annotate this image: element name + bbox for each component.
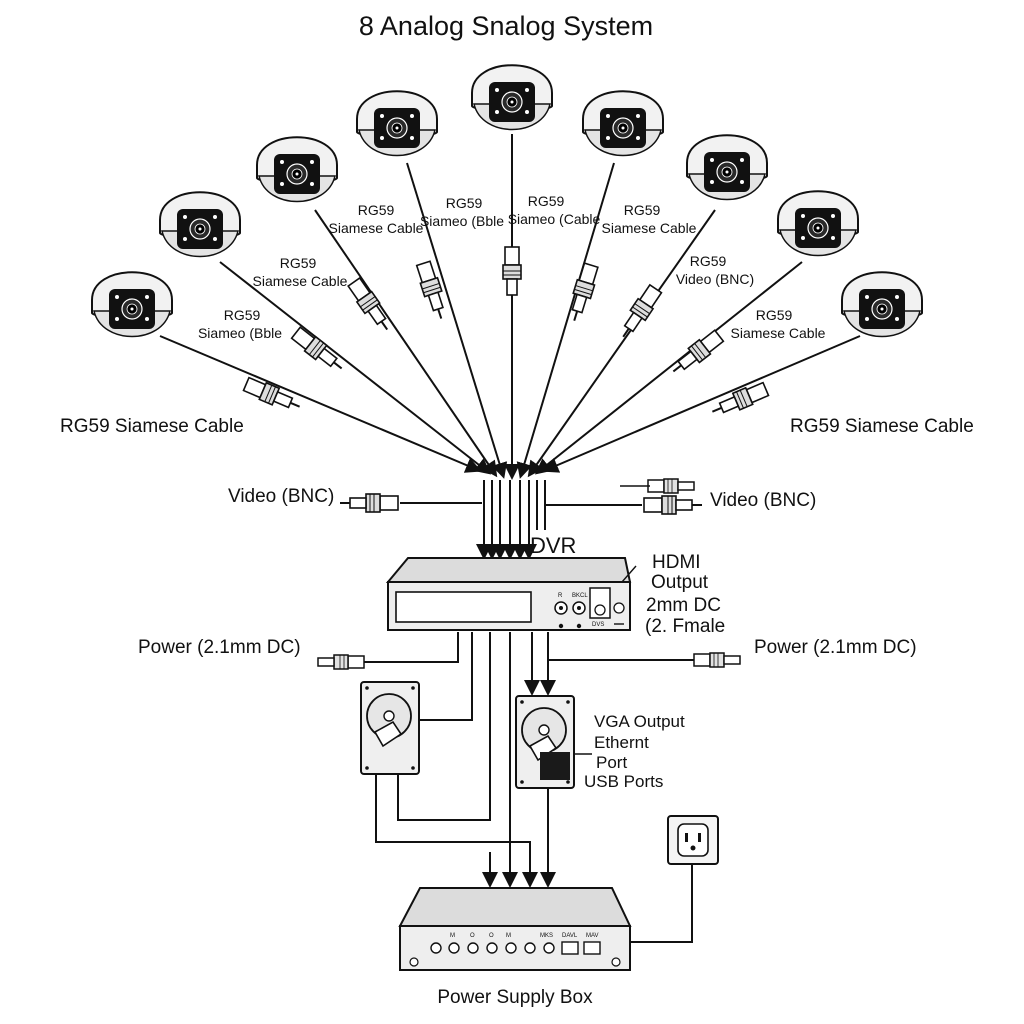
dvr-callout-female: (2. Fmale — [645, 616, 725, 637]
cable-label-8-line-1: RG59 — [756, 307, 793, 323]
power-supply-box: M O O M MKS DAVL MAV — [398, 887, 632, 971]
power-box-port-label-3: O — [489, 933, 494, 939]
cable-label-4-line-1: RG59 — [446, 195, 483, 211]
dvr-port-label-2: BKCL — [572, 593, 588, 599]
video-label-right: Video (BNC) — [710, 490, 816, 511]
cable-label-3-line-1: RG59 — [358, 202, 395, 218]
port-label: Port — [596, 753, 627, 772]
dvr-unit: R BKCL DVS — [385, 557, 637, 631]
cable-label-5-line-1: RG59 — [528, 193, 565, 209]
power-connector-left — [317, 632, 459, 670]
power-box-port-label-5: MKS — [540, 933, 553, 939]
cable-label-6-line-1: RG59 — [624, 202, 661, 218]
camera-4 — [356, 90, 438, 157]
camera-1 — [91, 271, 173, 338]
cable-label-right: RG59 Siamese Cable — [790, 416, 974, 437]
dvr-label: DVR — [530, 533, 576, 558]
power-box-port-label-2: O — [470, 933, 475, 939]
camera-8 — [777, 190, 859, 257]
cable-label-6-line-2: Siamese Cable — [602, 220, 697, 236]
camera-6 — [582, 90, 664, 157]
camera-2 — [159, 191, 241, 258]
power-box-port-label-1: M — [450, 933, 455, 939]
power-box-label: Power Supply Box — [437, 987, 593, 1008]
hard-drive-left-icon — [360, 681, 420, 775]
dvr-port-label-1: R — [558, 593, 563, 599]
video-label-left: Video (BNC) — [228, 486, 334, 507]
power-box-port-label-6: DAVL — [562, 933, 578, 939]
vga-output-label: VGA Output — [594, 712, 685, 731]
camera-9 — [841, 271, 923, 338]
camera-3 — [256, 136, 338, 203]
dvr-input-lines — [476, 480, 546, 560]
power-box-ports — [409, 941, 621, 967]
cable-label-4-line-2: Siameo (Bble — [420, 213, 504, 229]
usb-ports-label: USB Ports — [584, 772, 663, 791]
cable-label-7-line-1: RG59 — [690, 253, 727, 269]
camera-5 — [471, 64, 553, 131]
dvr-port-label-3: DVS — [592, 622, 604, 628]
wall-outlet-icon — [667, 815, 719, 865]
hard-drive-right-icon — [515, 695, 575, 789]
cable-label-3-line-2: Siamese Cable — [329, 220, 424, 236]
video-connector-left — [339, 493, 482, 513]
power-label-right: Power (2.1mm DC) — [754, 637, 917, 658]
power-connector-right — [548, 652, 741, 668]
dvr-callout-output: Output — [651, 572, 709, 593]
power-box-port-label-7: MAV — [586, 933, 599, 939]
cable-label-1-line-2: Siameo (Bble — [198, 325, 282, 341]
power-box-port-label-4: M — [506, 933, 511, 939]
cable-label-2-line-1: RG59 — [280, 255, 317, 271]
output-labels: VGA Output Ethernt Port USB Ports — [573, 712, 685, 791]
dvr-callout-hdmi: HDMI — [652, 552, 701, 573]
camera-7 — [686, 134, 768, 201]
video-connector-right — [545, 478, 703, 515]
diagram-title: 8 Analog Snalog System — [359, 11, 653, 41]
cable-label-1-line-1: RG59 — [224, 307, 261, 323]
cable-labels: RG59 Siamese Cable RG59 Siamese Cable RG… — [60, 193, 974, 437]
dvr-callout-dc: 2mm DC — [646, 595, 721, 616]
cable-label-2-line-2: Siamese Cable — [253, 273, 348, 289]
cable-label-5-line-2: Siameo (Cable — [508, 211, 601, 227]
lower-wiring — [375, 632, 693, 943]
dvr-callout: HDMI Output 2mm DC (2. Fmale — [645, 552, 725, 637]
cable-label-left: RG59 Siamese Cable — [60, 416, 244, 437]
cable-label-8-line-2: Siamese Cable — [731, 325, 826, 341]
ethernet-label: Ethernt — [594, 733, 649, 752]
cable-label-7-line-2: Video (BNC) — [676, 271, 754, 287]
power-label-left: Power (2.1mm DC) — [138, 637, 301, 658]
